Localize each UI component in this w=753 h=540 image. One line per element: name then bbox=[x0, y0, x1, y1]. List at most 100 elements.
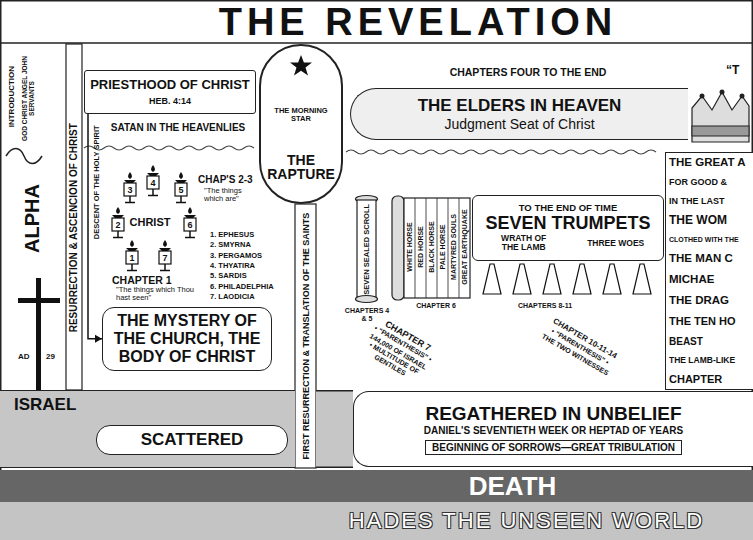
tribulation-box: BEGINNING OF SORROWS—GREAT TRIBULATION bbox=[425, 440, 682, 456]
node-text: PRIESTHOOD OF CHRIST bbox=[90, 78, 250, 93]
lamp-flame bbox=[179, 172, 183, 179]
node-text: DANIEL'S SEVENTIETH WEEK OR HEPTAD OF YE… bbox=[424, 425, 683, 437]
lampstand-icon bbox=[175, 172, 187, 203]
lamp-base bbox=[113, 237, 123, 239]
lampstand-icon bbox=[147, 165, 159, 196]
lamp-body bbox=[147, 176, 159, 189]
label-text: CHAPTERS 8-11 bbox=[500, 302, 590, 310]
callout-number: 4 bbox=[150, 179, 157, 188]
band-rule bbox=[316, 390, 353, 392]
callout-number: 5 bbox=[178, 186, 185, 195]
resurrection-band bbox=[295, 204, 316, 468]
node-text: THE ELDERS IN HEAVEN bbox=[418, 96, 622, 116]
label-text: DESCENT OF THE HOLY SPIRIT bbox=[93, 107, 102, 257]
node-text: THE GREAT A bbox=[669, 156, 746, 169]
lamp-stem bbox=[152, 189, 154, 195]
node-text: THE WOM bbox=[669, 214, 727, 228]
lamp-body bbox=[184, 218, 196, 231]
wavy-line bbox=[346, 150, 656, 154]
title-rule bbox=[0, 42, 753, 44]
node-text: MICHAE bbox=[669, 273, 714, 286]
node-text: IN THE LAST bbox=[669, 196, 725, 206]
lampstand-icon bbox=[184, 207, 196, 238]
seal-divider bbox=[437, 198, 438, 298]
label-text: MARTYRED SOULS bbox=[449, 200, 457, 294]
star-symbol bbox=[289, 54, 313, 78]
lamp-base bbox=[148, 195, 158, 197]
node-text: HEB. 4:14 bbox=[149, 96, 191, 106]
node-text: WRATH OF THE LAMB bbox=[492, 234, 556, 253]
lamp-base bbox=[185, 237, 195, 239]
node-text: CLOTHED WITH THE bbox=[669, 236, 739, 244]
label-text: GOD CHRIST ANGEL JOHN SERVANTS bbox=[21, 53, 36, 143]
label-text: CHAPTER 1 bbox=[112, 274, 172, 286]
lamp-flame bbox=[151, 165, 155, 172]
star-shape bbox=[290, 55, 312, 76]
node-text: DEATH bbox=[469, 473, 557, 499]
israel-band: ISRAEL SCATTERED bbox=[0, 390, 295, 468]
label-text: AD bbox=[18, 352, 30, 361]
lamp-base bbox=[127, 270, 137, 272]
seal-divider bbox=[426, 198, 427, 298]
lamp-stem bbox=[117, 231, 119, 237]
scroll-roller bbox=[356, 296, 378, 303]
node-text: SEVEN TRUMPETS bbox=[485, 214, 650, 234]
death-band: DEATH bbox=[0, 470, 753, 502]
gray-ground bbox=[316, 390, 353, 468]
node-text: THE MORNING STAR bbox=[264, 107, 338, 124]
label-text: RESURRECTION & ASCENCION OF CHRIST bbox=[68, 78, 80, 378]
lampstand-icon bbox=[124, 172, 136, 203]
label-text: CHAPTERS FOUR TO THE END bbox=[413, 66, 643, 78]
band-rule bbox=[316, 467, 353, 469]
lamp-stem bbox=[164, 264, 166, 270]
trumpet-icon bbox=[543, 264, 561, 294]
wavy-line bbox=[84, 146, 254, 150]
label-text: CHAPTER 6 bbox=[401, 302, 471, 310]
scroll-roller bbox=[392, 196, 404, 300]
callout-number: 1 bbox=[129, 254, 136, 263]
list-item: 7. LAODICIA bbox=[210, 293, 255, 302]
lamp-body bbox=[159, 251, 171, 264]
callout-number: 6 bbox=[187, 221, 194, 230]
node-text: HADES THE UNSEEN WORLD bbox=[349, 510, 704, 532]
node-text: ISRAEL bbox=[14, 395, 295, 415]
node-text: BEAST bbox=[669, 336, 703, 348]
crown-jewel bbox=[740, 94, 745, 99]
quote-text: "The things which Thou hast seen" bbox=[116, 286, 202, 302]
node-text: TO THE END OF TIME bbox=[519, 203, 618, 214]
list-item: 3. PERGAMOS bbox=[210, 252, 262, 261]
node-text: REGATHERED IN UNBELIEF bbox=[425, 403, 681, 425]
mystery-box: THE MYSTERY OF THE CHURCH, THE BODY OF C… bbox=[102, 307, 272, 371]
node-text: THE TEN HO bbox=[669, 315, 736, 328]
diagram-title: THE REVELATION bbox=[83, 2, 753, 42]
lamp-stem bbox=[189, 231, 191, 237]
node-text: THE DRAG bbox=[669, 294, 729, 307]
lamp-flame bbox=[116, 207, 120, 214]
resurrection-band bbox=[66, 44, 82, 390]
trumpet-icon bbox=[633, 264, 651, 294]
rapture-circle: THE MORNING STARTHE RAPTURE bbox=[259, 44, 343, 204]
right-panel: THE GREAT AFOR GOOD &IN THE LASTTHE WOMC… bbox=[665, 152, 753, 390]
callout-number: 7 bbox=[162, 254, 169, 263]
label-text: SATAN IN THE HEAVENLIES bbox=[90, 122, 266, 134]
label-text: CHRIST bbox=[130, 216, 171, 229]
lamp-base bbox=[125, 202, 135, 204]
list-item: 5. SARDIS bbox=[210, 272, 247, 281]
label-text: SEVEN SEALED SCROLL bbox=[362, 201, 371, 297]
node-text: THE MAN C bbox=[669, 252, 733, 265]
trumpets-scroll: TO THE END OF TIMESEVEN TRUMPETSWRATH OF… bbox=[472, 195, 664, 261]
label-text: WHITE HORSE bbox=[405, 200, 413, 294]
trumpet-icon bbox=[513, 264, 531, 294]
callout-number: 3 bbox=[127, 186, 134, 195]
label-text: FIRST RESURRECTION & TRANSLATION OF THE … bbox=[300, 207, 310, 465]
label-text: RED HORSE bbox=[416, 200, 424, 294]
lamp-body bbox=[124, 183, 136, 196]
crown-band bbox=[692, 126, 749, 136]
arrow-head bbox=[95, 335, 102, 343]
seal-divider bbox=[415, 198, 416, 298]
label-text: BLACK HORSE bbox=[427, 200, 435, 294]
node-text: THREE WOES bbox=[587, 239, 644, 248]
label-text: CHAP'S 2-3 bbox=[198, 174, 253, 186]
scattered-box: SCATTERED bbox=[96, 425, 288, 455]
